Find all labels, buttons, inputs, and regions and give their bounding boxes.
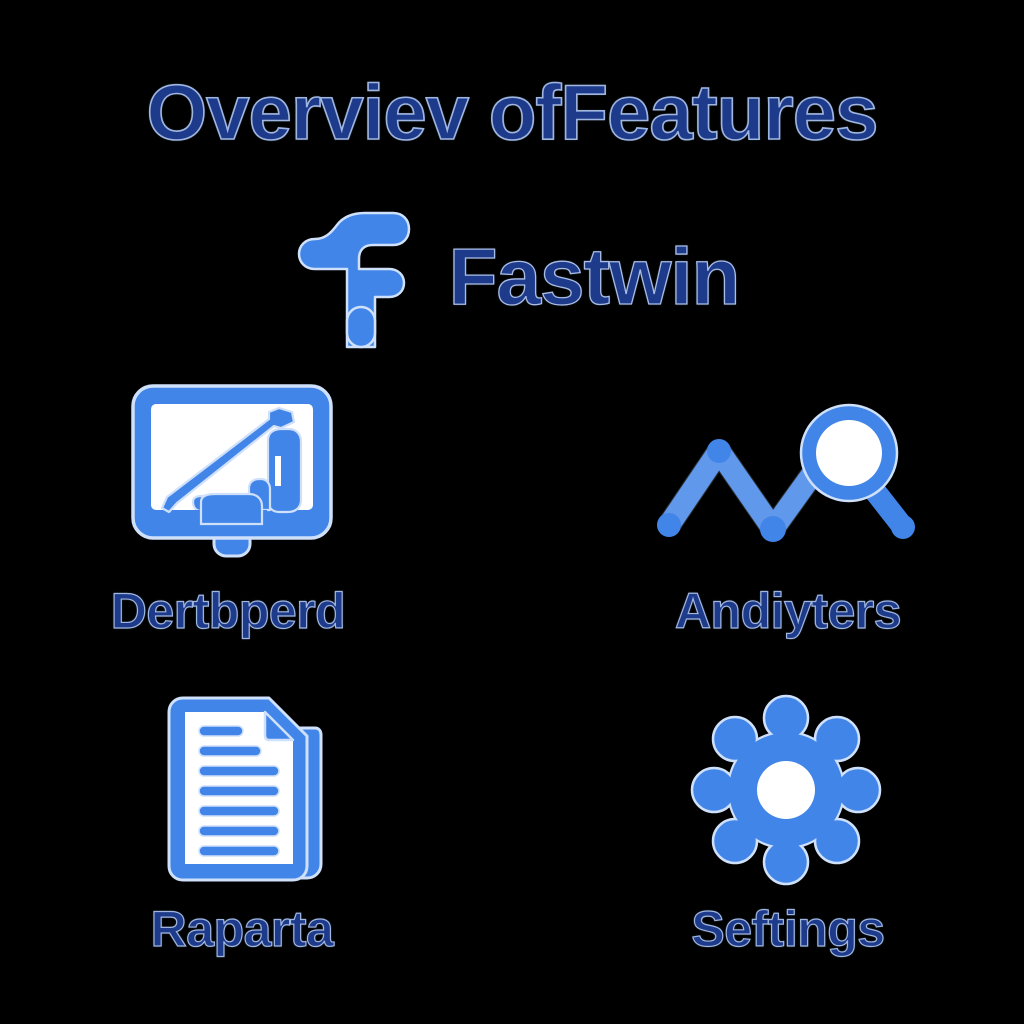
- page-title: Overviev ofFeatures: [146, 68, 880, 156]
- feature-label-analytics: Andiyters: [674, 583, 902, 639]
- feature-item-analytics[interactable]: Andiyters: [512, 372, 1024, 690]
- settings-icon-wrap: [690, 690, 882, 890]
- feature-label-reports: Raparta: [150, 901, 334, 957]
- document-lines-icon: [167, 696, 323, 882]
- feature-label-dashboard: Dertbperd: [110, 583, 346, 639]
- analytics-icon-wrap: [651, 378, 921, 578]
- brand-name: Fastwin: [448, 232, 741, 321]
- brand-header: Fastwin: [0, 210, 1024, 350]
- monitor-chart-icon: [131, 384, 333, 558]
- feature-label-settings: Seftings: [691, 901, 886, 957]
- feature-grid: Dertbperd: [0, 372, 1024, 1008]
- fastwin-f-logo-icon: [297, 211, 410, 349]
- feature-item-reports[interactable]: Raparta: [0, 690, 512, 1008]
- reports-icon-wrap: [165, 690, 323, 890]
- feature-item-settings[interactable]: Seftings: [512, 690, 1024, 1008]
- dashboard-icon-wrap: [129, 372, 335, 572]
- gear-icon: [690, 694, 882, 886]
- line-chart-magnifier-icon: [657, 403, 915, 542]
- feature-item-dashboard[interactable]: Dertbperd: [0, 372, 512, 690]
